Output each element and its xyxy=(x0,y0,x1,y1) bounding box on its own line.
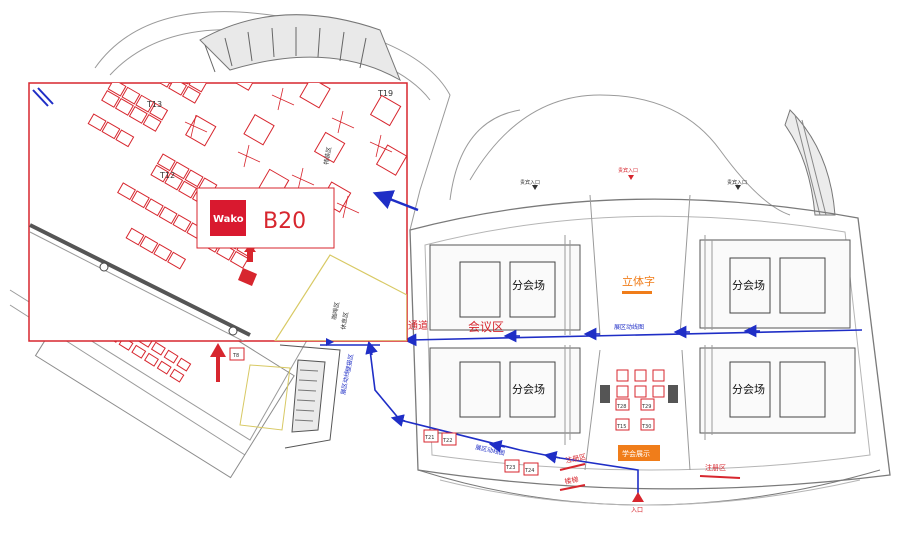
central-booths xyxy=(615,369,665,431)
lower-route xyxy=(365,340,639,497)
inset-panel: T13 T19 T12 休息区 咖啡区 特装区 Wako B20 xyxy=(28,82,408,342)
main-route xyxy=(403,324,863,347)
booth-callout: Wako B20 xyxy=(196,187,335,249)
booth-t30: T30 xyxy=(641,424,651,430)
inset-booth-t13: T13 xyxy=(146,100,162,109)
vertical-route-label: 展区动线 xyxy=(339,370,351,395)
booth-t22: T22 xyxy=(442,438,452,444)
svg-text:贵宾入口: 贵宾入口 xyxy=(618,167,638,174)
svg-text:贵宾入口: 贵宾入口 xyxy=(727,179,747,186)
venue-label: 会议区 xyxy=(468,320,504,334)
inset-pointer-arrow xyxy=(372,190,419,212)
entrance-label: 入口 xyxy=(631,507,643,514)
exhibit-box xyxy=(618,445,660,461)
booth-t15: T15 xyxy=(616,424,626,430)
inset-zone-label: 休息区 xyxy=(339,311,350,330)
checkin-label-2: 注册区 xyxy=(705,463,726,472)
venue-label-prefix: 通道 xyxy=(408,319,428,332)
subvenue-inner xyxy=(459,235,826,445)
booth-b20-label: B20 xyxy=(263,209,306,234)
subvenue-label-4: 分会场 xyxy=(732,382,765,396)
inset-rest-zone xyxy=(274,254,407,341)
inset-booth-t19: T19 xyxy=(377,89,393,98)
exhibit-label: 学会展示 xyxy=(622,449,650,458)
left-booth-t8-label: T8 xyxy=(232,353,239,359)
stairs xyxy=(600,385,678,403)
route-label-1: 展区动线图 xyxy=(614,323,644,331)
main-hall: 贵宾入口 贵宾入口 贵宾入口 分会场 分 xyxy=(365,167,863,514)
b20-booth xyxy=(238,268,257,286)
wako-logo-icon xyxy=(210,200,246,236)
poster-label: 壁报区 xyxy=(344,353,355,372)
inset-zone-label-side: 咖啡区 xyxy=(330,301,341,320)
booth-t21: T21 xyxy=(424,435,434,441)
checkin-label: 注册区 xyxy=(565,452,587,465)
left-booth-t8 xyxy=(229,347,245,361)
subvenue-label-3: 分会场 xyxy=(512,382,545,396)
building-outlines xyxy=(9,11,891,506)
booth-t28: T28 xyxy=(616,404,626,410)
subvenue-label-1: 分会场 xyxy=(512,278,545,292)
lower-booths xyxy=(423,429,539,476)
booth-t29: T29 xyxy=(641,404,651,410)
left-zone xyxy=(239,364,291,431)
booth-t23: T23 xyxy=(505,465,515,471)
subvenue-label-2: 分会场 xyxy=(732,278,765,292)
top-entrances: 贵宾入口 贵宾入口 贵宾入口 xyxy=(520,167,747,190)
svg-text:贵宾入口: 贵宾入口 xyxy=(520,179,540,186)
vip-label: 立体字 xyxy=(622,274,655,288)
stairs-label: 楼梯 xyxy=(564,475,579,486)
booth-t24: T24 xyxy=(524,468,534,474)
inset-aisle xyxy=(29,223,251,337)
entrance-marker xyxy=(632,492,644,502)
vip-bar xyxy=(622,291,652,294)
inset-booth-t12: T12 xyxy=(159,171,175,180)
svg-text:特装区: 特装区 xyxy=(322,146,333,165)
wako-logo-text: Wako xyxy=(213,214,244,225)
